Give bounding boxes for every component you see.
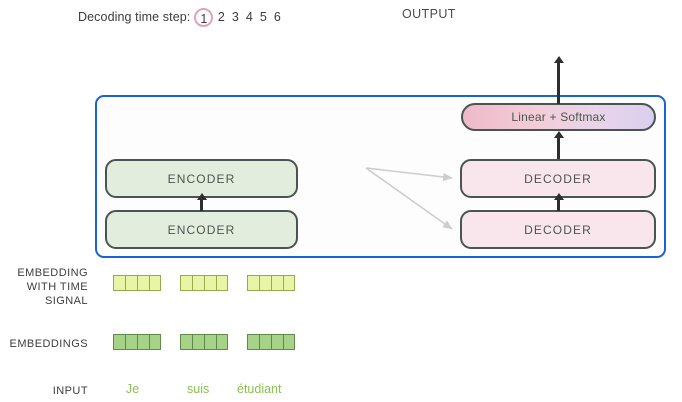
row-label-line-1: EMBEDDING xyxy=(17,267,88,279)
encoder-top-label: ENCODER xyxy=(167,171,236,186)
vector-cell xyxy=(283,334,295,350)
decoding-timestep-bar: Decoding time step: 1 2 3 4 5 6 xyxy=(78,6,284,28)
embedding-vector-suis xyxy=(180,334,228,350)
decoder-bottom-label: DECODER xyxy=(524,222,592,237)
vector-cell xyxy=(283,275,295,291)
encoder-stack-arrow-icon xyxy=(200,199,203,211)
vector-cell xyxy=(137,334,149,350)
model-output-arrow-icon xyxy=(557,62,560,104)
vector-cell xyxy=(247,275,259,291)
vector-cell xyxy=(216,275,228,291)
vector-cell xyxy=(180,334,192,350)
vector-cell xyxy=(192,334,204,350)
timestep-1[interactable]: 1 xyxy=(194,7,214,27)
vector-cell xyxy=(271,275,283,291)
input-token-je: Je xyxy=(126,382,140,396)
time-signal-vector-etudiant xyxy=(247,275,295,291)
decoder-block-top[interactable]: DECODER xyxy=(460,159,656,198)
timestep-6[interactable]: 6 xyxy=(273,10,281,24)
vector-cell xyxy=(204,334,216,350)
vector-cell xyxy=(149,275,161,291)
timestep-2[interactable]: 2 xyxy=(217,10,225,24)
vector-cell xyxy=(125,275,137,291)
timestep-4[interactable]: 4 xyxy=(245,10,253,24)
vector-cell xyxy=(125,334,137,350)
vector-cell xyxy=(216,334,228,350)
input-token-etudiant: étudiant xyxy=(237,382,282,396)
row-label-embeddings: EMBEDDINGS xyxy=(9,338,88,350)
decoder-block-bottom[interactable]: DECODER xyxy=(460,210,656,249)
encoder-block-top[interactable]: ENCODER xyxy=(105,159,298,198)
embedding-vector-etudiant xyxy=(247,334,295,350)
vector-cell xyxy=(271,334,283,350)
vector-cell xyxy=(113,334,125,350)
vector-cell xyxy=(259,334,271,350)
vector-cell xyxy=(192,275,204,291)
row-label-line-3: SIGNAL xyxy=(44,295,88,307)
vector-cell xyxy=(137,275,149,291)
input-token-suis: suis xyxy=(187,382,210,396)
vector-cell xyxy=(259,275,271,291)
timestep-3[interactable]: 3 xyxy=(231,10,239,24)
embedding-vector-je xyxy=(113,334,161,350)
time-signal-vector-je xyxy=(113,275,161,291)
time-signal-vector-suis xyxy=(180,275,228,291)
decoder-top-label: DECODER xyxy=(524,171,592,186)
vector-cell xyxy=(113,275,125,291)
vector-cell xyxy=(247,334,259,350)
timestep-5[interactable]: 5 xyxy=(259,10,267,24)
row-label-embedding-with-time-signal: EMBEDDING WITH TIME SIGNAL xyxy=(17,266,88,308)
encoder-bottom-label: ENCODER xyxy=(167,222,236,237)
decoder-to-linear-arrow-icon xyxy=(557,137,560,159)
vector-cell xyxy=(149,334,161,350)
vector-cell xyxy=(204,275,216,291)
output-label: OUTPUT xyxy=(402,7,456,21)
vector-cell xyxy=(180,275,192,291)
encoder-block-bottom[interactable]: ENCODER xyxy=(105,210,298,249)
linear-softmax-label: Linear + Softmax xyxy=(511,110,606,124)
decoding-timestep-label: Decoding time step: xyxy=(78,10,191,24)
decoder-stack-arrow-icon xyxy=(557,199,560,211)
linear-softmax-block[interactable]: Linear + Softmax xyxy=(461,103,656,131)
row-label-line-2: WITH TIME xyxy=(26,281,88,293)
row-label-input: INPUT xyxy=(52,385,88,397)
